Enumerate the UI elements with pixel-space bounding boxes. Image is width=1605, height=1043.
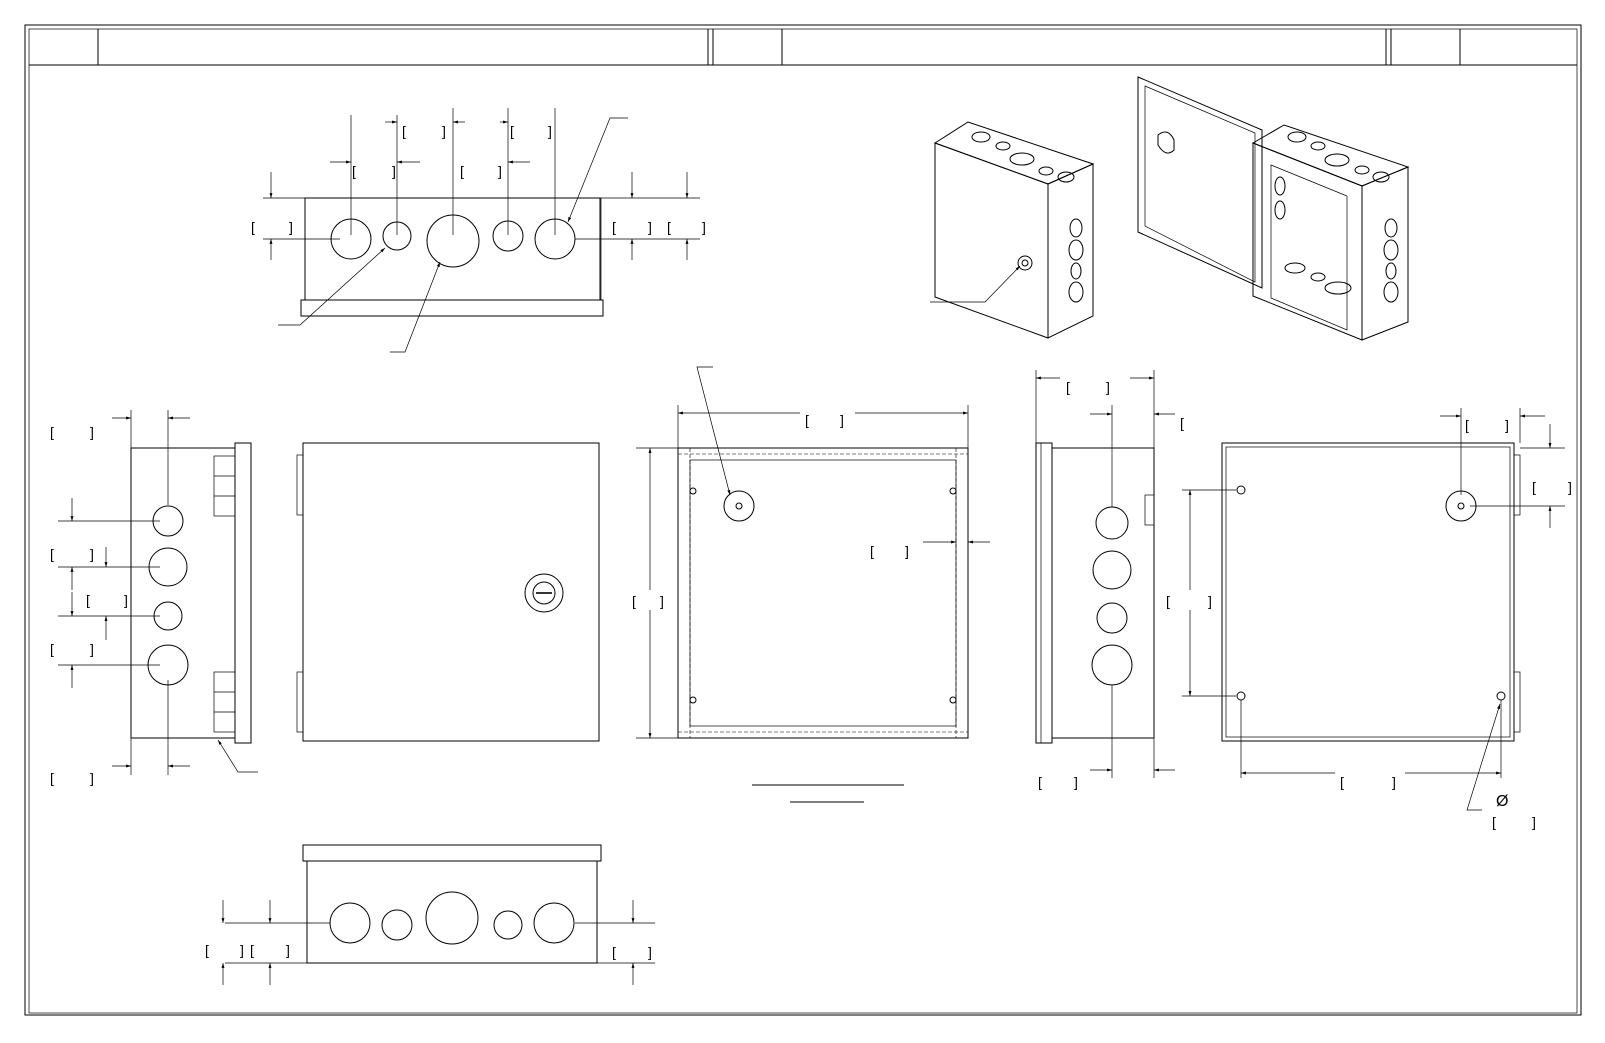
svg-text:]: ] [442,123,446,139]
interior-view: [] [] [] [632,366,990,803]
svg-text:]: ] [90,546,94,562]
svg-text:]: ] [548,123,552,139]
svg-text:[: [ [1492,814,1496,830]
svg-text:[: [ [1465,417,1469,433]
svg-text:[: [ [632,593,636,609]
svg-text:]: ] [840,412,844,428]
svg-text:[: [ [612,944,616,960]
svg-text:[: [ [805,412,809,428]
diameter-symbol: Ø [1496,793,1508,810]
title-block [29,29,1577,66]
svg-text:]: ] [498,163,502,179]
svg-text:]: ] [90,641,94,657]
svg-text:[: [ [402,123,406,139]
front-view [296,442,600,742]
svg-text:]: ] [1532,814,1536,830]
svg-text:]: ] [660,593,664,609]
svg-text:]: ] [286,942,290,958]
svg-text:[: [ [50,424,54,440]
svg-text:]: ] [648,219,652,235]
svg-text:[: [ [667,219,671,235]
svg-text:[: [ [510,123,514,139]
svg-text:]: ] [1074,774,1078,790]
svg-text:[: [ [1340,774,1344,790]
svg-text:[: [ [1166,593,1170,609]
svg-text:[: [ [50,641,54,657]
svg-text:]: ] [289,219,293,235]
sheet-border [24,24,1582,1016]
svg-text:]: ] [392,163,396,179]
svg-text:]: ] [1208,593,1212,609]
svg-text:]: ] [124,592,128,608]
svg-text:[: [ [50,770,54,786]
svg-text:[: [ [205,942,209,958]
svg-text:]: ] [905,543,909,559]
svg-text:[: [ [250,942,254,958]
iso-view-closed [930,121,1095,339]
svg-text:]: ] [702,219,706,235]
bottom-view: [] [] [] [205,844,655,985]
svg-text:[: [ [352,163,356,179]
svg-text:[: [ [251,219,255,235]
iso-view-open [1137,76,1410,341]
svg-text:]: ] [240,942,244,958]
svg-text:]: ] [90,770,94,786]
svg-text:[: [ [1038,774,1042,790]
svg-text:[: [ [1180,415,1184,431]
right-side-view: [] [ [] [1035,370,1184,790]
svg-text:]: ] [1106,379,1110,395]
svg-text:]: ] [1568,479,1572,495]
svg-text:[: [ [1066,379,1070,395]
svg-text:[: [ [1532,479,1536,495]
svg-text:[: [ [612,219,616,235]
svg-text:[: [ [50,546,54,562]
svg-text:[: [ [86,592,90,608]
top-view: [] [] [] [] [] [] [] [251,108,706,353]
left-side-view: [] [] [] [] [] [50,410,258,786]
svg-text:]: ] [1505,417,1509,433]
svg-text:[: [ [460,163,464,179]
svg-text:]: ] [1392,774,1396,790]
svg-text:[: [ [870,543,874,559]
svg-text:]: ] [90,424,94,440]
svg-text:]: ] [648,944,652,960]
back-view: [] [] [] [] Ø [] [1166,408,1572,830]
